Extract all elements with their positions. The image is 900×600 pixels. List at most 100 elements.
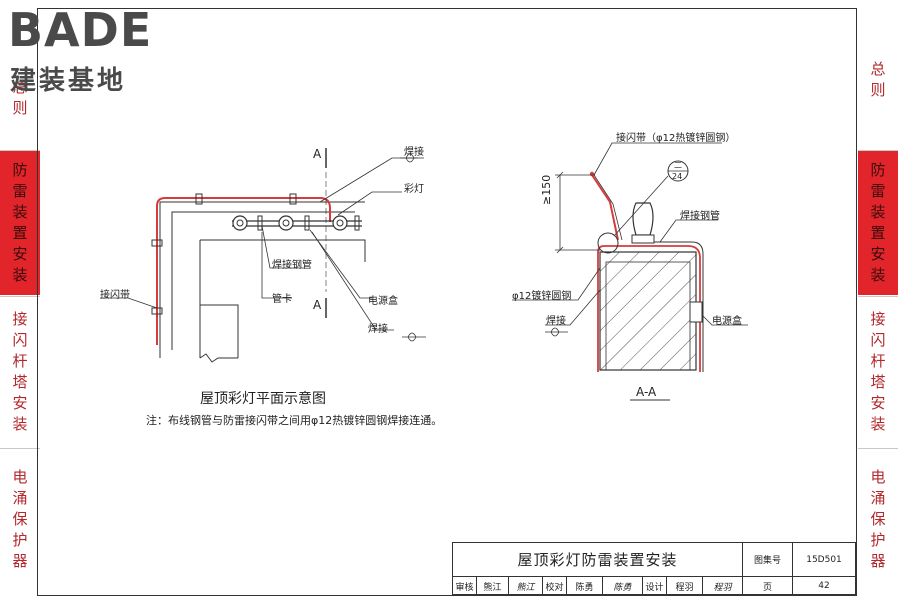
tab-general-label: 总则 (870, 60, 886, 99)
label-weld-top: 焊接 (404, 147, 424, 158)
weld-symbol-icon (400, 153, 426, 342)
color-lamp (232, 215, 248, 231)
detail-ref-top: 二 (674, 161, 682, 170)
tab-general[interactable]: 总则 (858, 10, 898, 150)
label-air-terminal-strip: 接闪带 (100, 290, 130, 301)
break-line (199, 353, 238, 363)
drawing-frame (37, 8, 857, 596)
section-view (512, 142, 748, 401)
label-welded-steel-pipe: 焊接钢管 (272, 260, 312, 271)
leader-steel (512, 267, 601, 301)
tab-lightning-protection[interactable]: 防雷装置安装 (858, 151, 898, 295)
tab-lightning-protection-label: 防雷装置安装 (12, 161, 28, 284)
tab-lightning-protection-label: 防雷装置安装 (870, 161, 886, 284)
label-color-lamp: 彩灯 (404, 184, 424, 195)
power-box (689, 301, 703, 323)
checker-name: 陈勇 (567, 577, 603, 595)
logo-subtitle: 建装基地 (10, 66, 127, 96)
support (289, 193, 297, 205)
air-terminal-strip (597, 245, 701, 372)
color-lamp (336, 219, 344, 227)
roof-body (199, 239, 366, 358)
tab-divider (858, 296, 898, 297)
section-title: A-A (636, 385, 657, 399)
checker-signature: 陈勇 (603, 577, 643, 595)
tab-surge-protector[interactable]: 电涌保护器 (0, 449, 40, 589)
tab-general[interactable]: 总则 (0, 45, 40, 150)
label-air-terminal-spec: 接闪带（φ12热镀锌圆钢） (616, 133, 736, 144)
leader-pipe (261, 225, 304, 269)
leader-clamp (261, 232, 292, 299)
label-weld-bottom: 焊接 (368, 324, 388, 335)
plan-title: 屋顶彩灯平面示意图 (200, 391, 326, 407)
page-number: 42 (818, 581, 830, 591)
leader-box (309, 229, 372, 299)
color-lamp (282, 219, 290, 227)
atlas-number: 15D501 (793, 543, 855, 577)
designer-signature: 程羽 (703, 577, 743, 595)
color-lamp (278, 215, 294, 231)
support (195, 193, 203, 205)
dimension-line (555, 171, 600, 254)
plan-note: 注：布线钢管与防雷接闪带之间用φ12热镀锌圆钢焊接连通。 (146, 414, 443, 427)
detail-circle (597, 232, 619, 254)
bade-logo: BADE 建装基地 (8, 3, 178, 96)
welded-steel-pipe (652, 241, 704, 372)
pipe-clamp (304, 215, 310, 231)
strip-end (589, 171, 595, 177)
section-mark-label-top: A (313, 147, 322, 161)
leader-strip-top (593, 142, 722, 176)
weld-symbol-icon (545, 327, 568, 337)
reviewer-name: 熊江 (477, 577, 509, 595)
tab-surge-protector[interactable]: 电涌保护器 (858, 449, 898, 589)
color-lamp (332, 215, 348, 231)
leader-box (701, 314, 748, 326)
right-chapter-tabs: 总则 防雷装置安装 接闪杆塔安装 电涌保护器 (858, 0, 898, 600)
tab-air-terminal-tower[interactable]: 接闪杆塔安装 (0, 297, 40, 447)
tab-general-label: 总则 (12, 77, 28, 117)
label-power-box: 电源盒 (712, 316, 742, 327)
leader-lamp (337, 191, 402, 216)
tab-air-terminal-tower[interactable]: 接闪杆塔安装 (858, 297, 898, 447)
pipe-clamp (354, 215, 360, 231)
tab-surge-protector-label: 电涌保护器 (870, 467, 886, 570)
tab-divider (0, 448, 40, 449)
lamp-base (631, 234, 655, 244)
left-chapter-tabs: 总则 防雷装置安装 接闪杆塔安装 电涌保护器 (0, 0, 40, 600)
check-label: 校对 (543, 577, 567, 595)
design-label: 设计 (643, 577, 667, 595)
support (151, 239, 163, 247)
detail-ref-bottom: 24 (672, 172, 683, 181)
review-label: 审核 (453, 577, 477, 595)
air-terminal-strip (156, 197, 331, 345)
leader-strip (100, 297, 158, 309)
label-weld: 焊接 (546, 316, 566, 327)
tab-lightning-protection[interactable]: 防雷装置安装 (0, 151, 40, 295)
leader-weld-bottom (311, 231, 394, 331)
tab-divider (858, 150, 898, 151)
plan-view (100, 148, 426, 363)
wall-hatch (599, 251, 697, 371)
round-steel-bar-outline (593, 174, 623, 241)
tab-divider (0, 150, 40, 151)
detail-leader (613, 175, 669, 237)
atlas-label: 图集号 (743, 543, 793, 577)
dimension-value: ≥150 (540, 174, 553, 205)
leader-pipe (659, 219, 718, 243)
logo-brand: BADE (8, 3, 153, 57)
tab-divider (0, 296, 40, 297)
leader-weld (545, 289, 601, 326)
pipe-clamp (257, 215, 263, 231)
color-lamp (236, 219, 244, 227)
designer-name: 程羽 (667, 577, 703, 595)
label-round-steel: φ12镀锌圆钢 (512, 291, 572, 302)
tab-air-terminal-tower-label: 接闪杆塔安装 (870, 310, 886, 433)
round-steel-bar (591, 174, 619, 241)
page-label: 页 (743, 577, 793, 595)
tab-divider (858, 448, 898, 449)
color-lamp-bulb (632, 202, 654, 236)
label-pipe-clamp: 管卡 (272, 294, 292, 305)
label-power-box: 电源盒 (368, 296, 398, 307)
tab-surge-protector-label: 电涌保护器 (12, 467, 28, 570)
parapet-outline (159, 201, 365, 358)
